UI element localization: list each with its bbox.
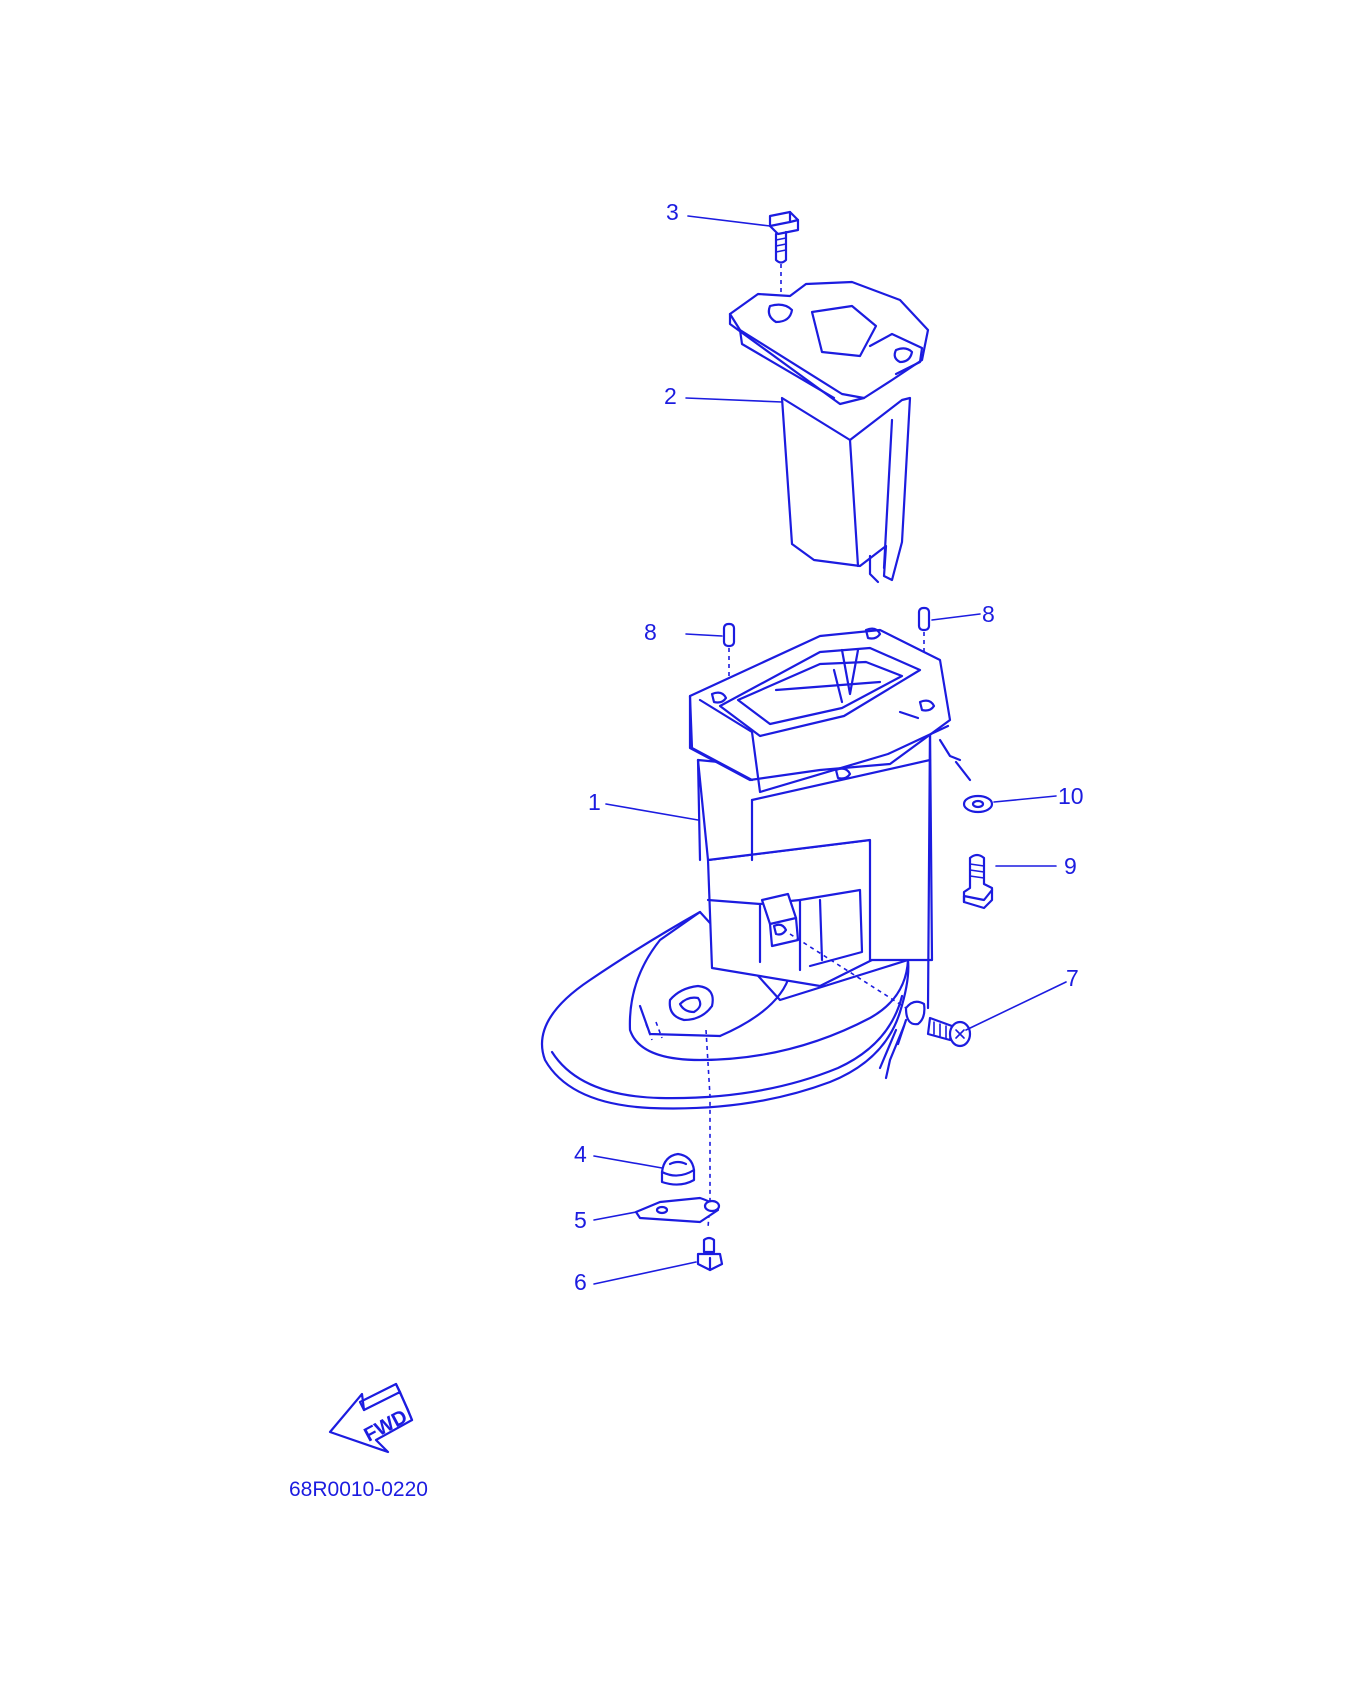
callout-6: 6: [574, 1269, 587, 1295]
part-6-bolt: [696, 1236, 724, 1272]
part-2-exhaust-guide: [728, 280, 930, 584]
callout-5: 5: [574, 1207, 587, 1233]
callout-7: 7: [1066, 965, 1079, 991]
part-1-upper-casing: [540, 627, 972, 1110]
part-7-screw: [926, 1016, 972, 1048]
callout-8-left: 8: [644, 619, 657, 645]
callout-3: 3: [666, 199, 679, 225]
leader-lines: [593, 215, 1067, 1285]
callout-2: 2: [664, 383, 677, 409]
part-5-plate: [634, 1196, 721, 1224]
part-3-bolt: [768, 210, 800, 292]
part-8-dowel-pin-left: [722, 622, 736, 686]
part-4-grommet: [660, 1152, 696, 1186]
ground-lead: [789, 933, 926, 1080]
diagram-code: 68R0010-0220: [289, 1478, 428, 1501]
callout-1: 1: [588, 789, 601, 815]
callout-8-right: 8: [982, 601, 995, 627]
callout-9: 9: [1064, 853, 1077, 879]
callout-4: 4: [574, 1141, 587, 1167]
callout-10: 10: [1058, 783, 1084, 809]
part-10-washer: [962, 794, 994, 814]
fwd-arrow-icon: FWD: [328, 1382, 414, 1454]
part-9-bolt: [962, 853, 994, 910]
